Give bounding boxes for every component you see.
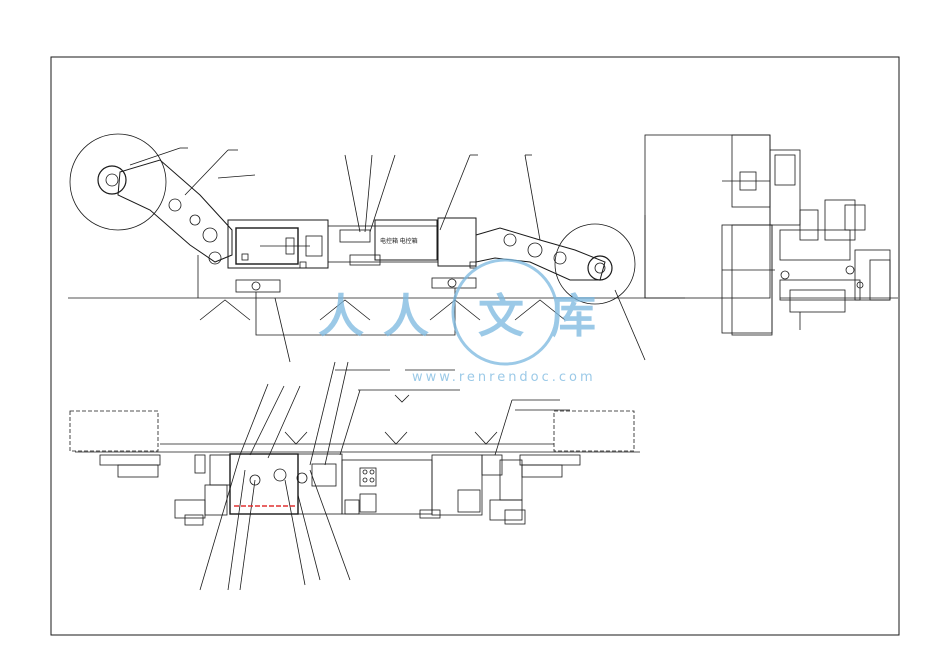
drawing-frame <box>50 56 900 636</box>
watermark-url: www.renrendoc.com <box>412 370 596 385</box>
watermark-ring <box>451 258 559 366</box>
watermark-char-1: 人 <box>318 289 364 343</box>
side-view <box>644 134 898 336</box>
housing-label: 电控箱 电控箱 <box>380 237 418 245</box>
plan-view <box>69 361 640 591</box>
watermark-char-4: 库 <box>550 289 596 343</box>
watermark-char-3: 文 <box>478 289 524 343</box>
watermark-char-2: 人 <box>383 289 429 343</box>
watermark: 人 人 文 库 www.renrendoc.com <box>318 258 596 385</box>
elevation-view: 电控箱 电控箱 <box>68 133 685 363</box>
